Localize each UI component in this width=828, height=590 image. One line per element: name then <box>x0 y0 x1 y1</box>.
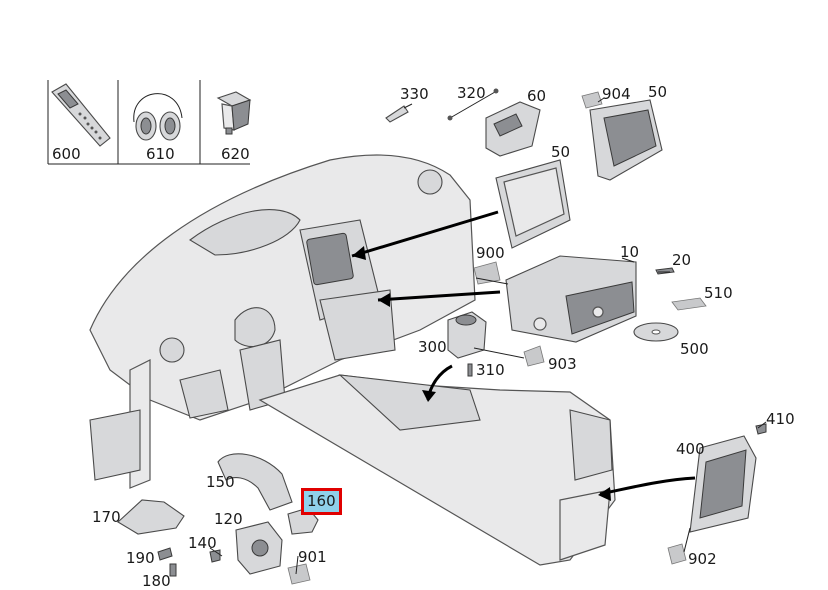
callout-903[interactable]: 903 <box>548 355 577 373</box>
callout-410[interactable]: 410 <box>766 410 795 428</box>
inset-label-620: 620 <box>221 145 250 163</box>
callout-330[interactable]: 330 <box>400 85 429 103</box>
part-510-card[interactable] <box>671 297 707 311</box>
callout-400[interactable]: 400 <box>676 440 705 458</box>
callout-320[interactable]: 320 <box>457 84 486 102</box>
part-903[interactable] <box>523 345 545 367</box>
callout-50-screen[interactable]: 50 <box>551 143 571 161</box>
part-190-clip[interactable] <box>157 547 173 561</box>
usb-connector-part[interactable] <box>216 91 252 135</box>
callout-60[interactable]: 60 <box>527 87 547 105</box>
part-320[interactable] <box>449 91 496 119</box>
callout-160-highlighted[interactable]: 160 <box>301 488 342 515</box>
callout-310[interactable]: 310 <box>476 361 505 379</box>
callout-900[interactable]: 900 <box>476 244 505 262</box>
part-150-duct[interactable] <box>217 453 293 511</box>
callout-902[interactable]: 902 <box>688 550 717 568</box>
leader-lines <box>209 97 767 575</box>
dashboard-assembly <box>89 154 476 489</box>
remote-control-part[interactable] <box>51 83 111 147</box>
callout-510[interactable]: 510 <box>704 284 733 302</box>
callout-20[interactable]: 20 <box>672 251 692 269</box>
lower-left-parts <box>117 453 319 585</box>
callout-120[interactable]: 120 <box>214 510 243 528</box>
part-180-screw[interactable] <box>169 563 177 577</box>
part-901[interactable] <box>287 563 311 585</box>
part-170-duct[interactable] <box>117 499 185 535</box>
callout-300[interactable]: 300 <box>418 338 447 356</box>
part-330[interactable] <box>385 105 409 123</box>
callout-140[interactable]: 140 <box>188 534 217 552</box>
callout-180[interactable]: 180 <box>142 572 171 590</box>
callout-190[interactable]: 190 <box>126 549 155 567</box>
callout-904[interactable]: 904 <box>602 85 631 103</box>
module-parts <box>385 88 767 565</box>
part-902[interactable] <box>667 543 687 565</box>
callout-10[interactable]: 10 <box>620 243 640 261</box>
headphones-part[interactable] <box>133 93 183 141</box>
inset-label-610: 610 <box>146 145 175 163</box>
part-310-screw[interactable] <box>467 363 473 377</box>
callout-50-top[interactable]: 50 <box>648 83 668 101</box>
center-console <box>258 374 616 566</box>
callout-150[interactable]: 150 <box>206 473 235 491</box>
part-900[interactable] <box>473 261 501 285</box>
callout-901[interactable]: 901 <box>298 548 327 566</box>
accessory-inset <box>47 80 252 165</box>
pointer-arrows <box>351 210 696 501</box>
callout-500[interactable]: 500 <box>680 340 709 358</box>
callout-170[interactable]: 170 <box>92 508 121 526</box>
part-904[interactable] <box>581 91 603 109</box>
inset-label-600: 600 <box>52 145 81 163</box>
